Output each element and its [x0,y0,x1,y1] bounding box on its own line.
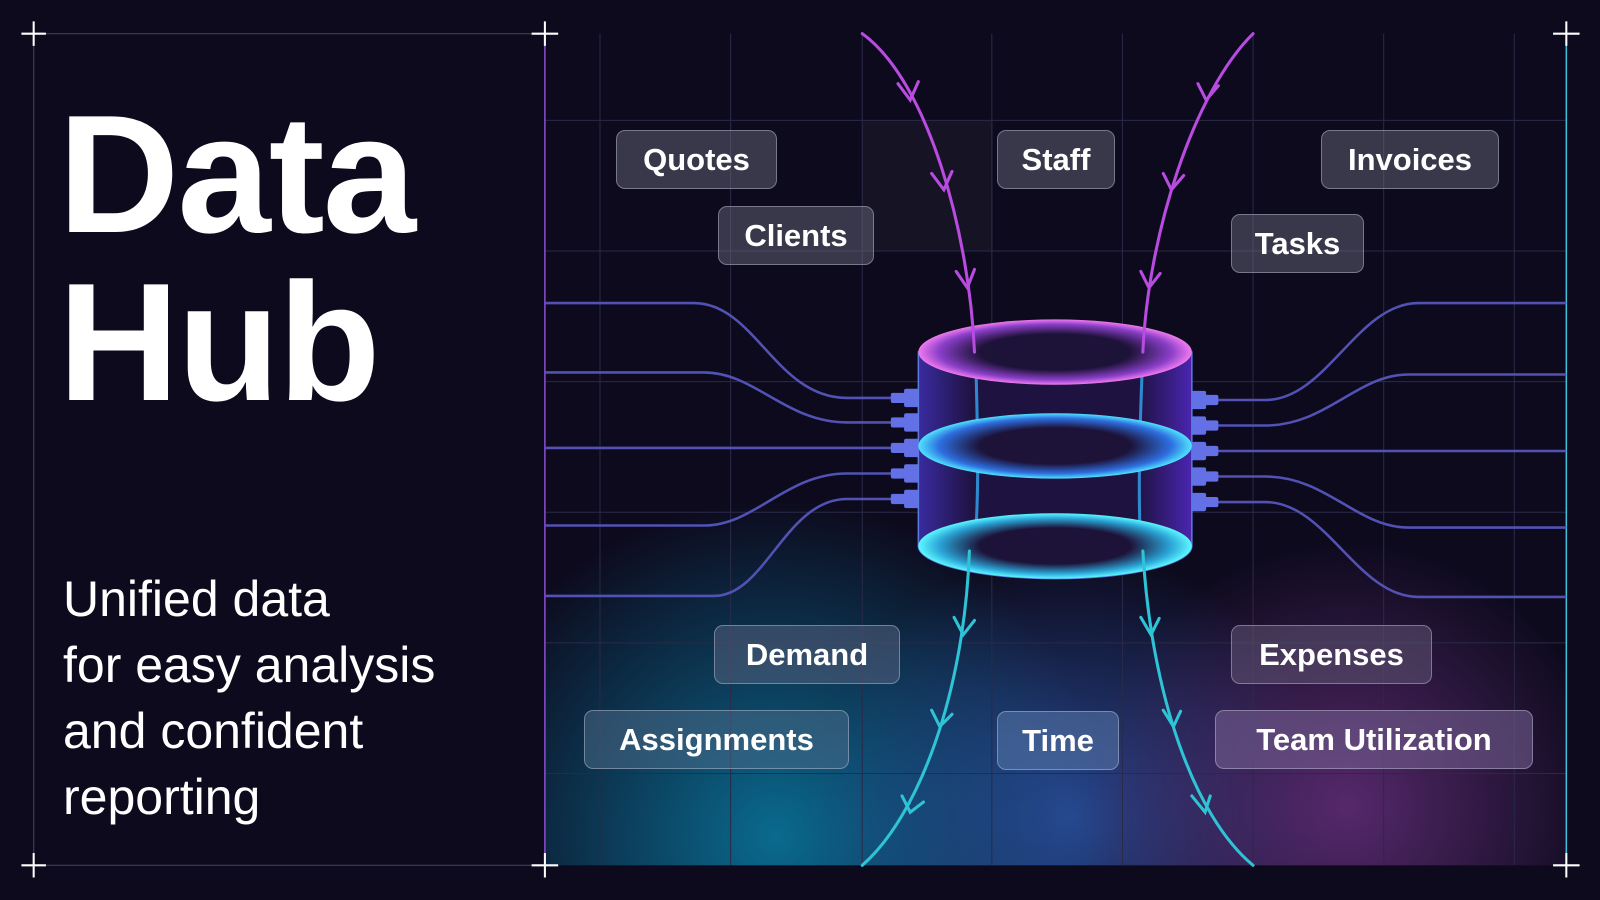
connector-lines [544,301,1567,599]
tag-tasks: Tasks [1231,214,1364,273]
tag-demand: Demand [714,625,900,684]
tag-quotes: Quotes [616,130,777,189]
tag-time: Time [997,711,1119,770]
hero-subtitle: Unified data for easy analysis and confi… [63,566,533,830]
tag-staff: Staff [997,130,1115,189]
subtitle-line: Unified data [63,571,330,627]
tag-expenses: Expenses [1231,625,1432,684]
frame [21,21,1580,878]
subtitle-line: reporting [63,769,261,825]
subtitle-line: and confident [63,703,364,759]
tag-team-utilization: Team Utilization [1215,710,1533,769]
tag-invoices: Invoices [1321,130,1499,189]
database-cylinder-icon [917,319,1193,580]
tag-clients: Clients [718,206,874,265]
flow-arrows [860,32,1255,867]
hero-title-line-2: Hub [58,248,381,436]
tag-assignments: Assignments [584,710,849,769]
subtitle-line: for easy analysis [63,637,436,693]
corner-crosshair-icons [21,21,1580,878]
connector-plugs [890,388,1219,512]
hero-title-line-1: Data [58,80,416,268]
